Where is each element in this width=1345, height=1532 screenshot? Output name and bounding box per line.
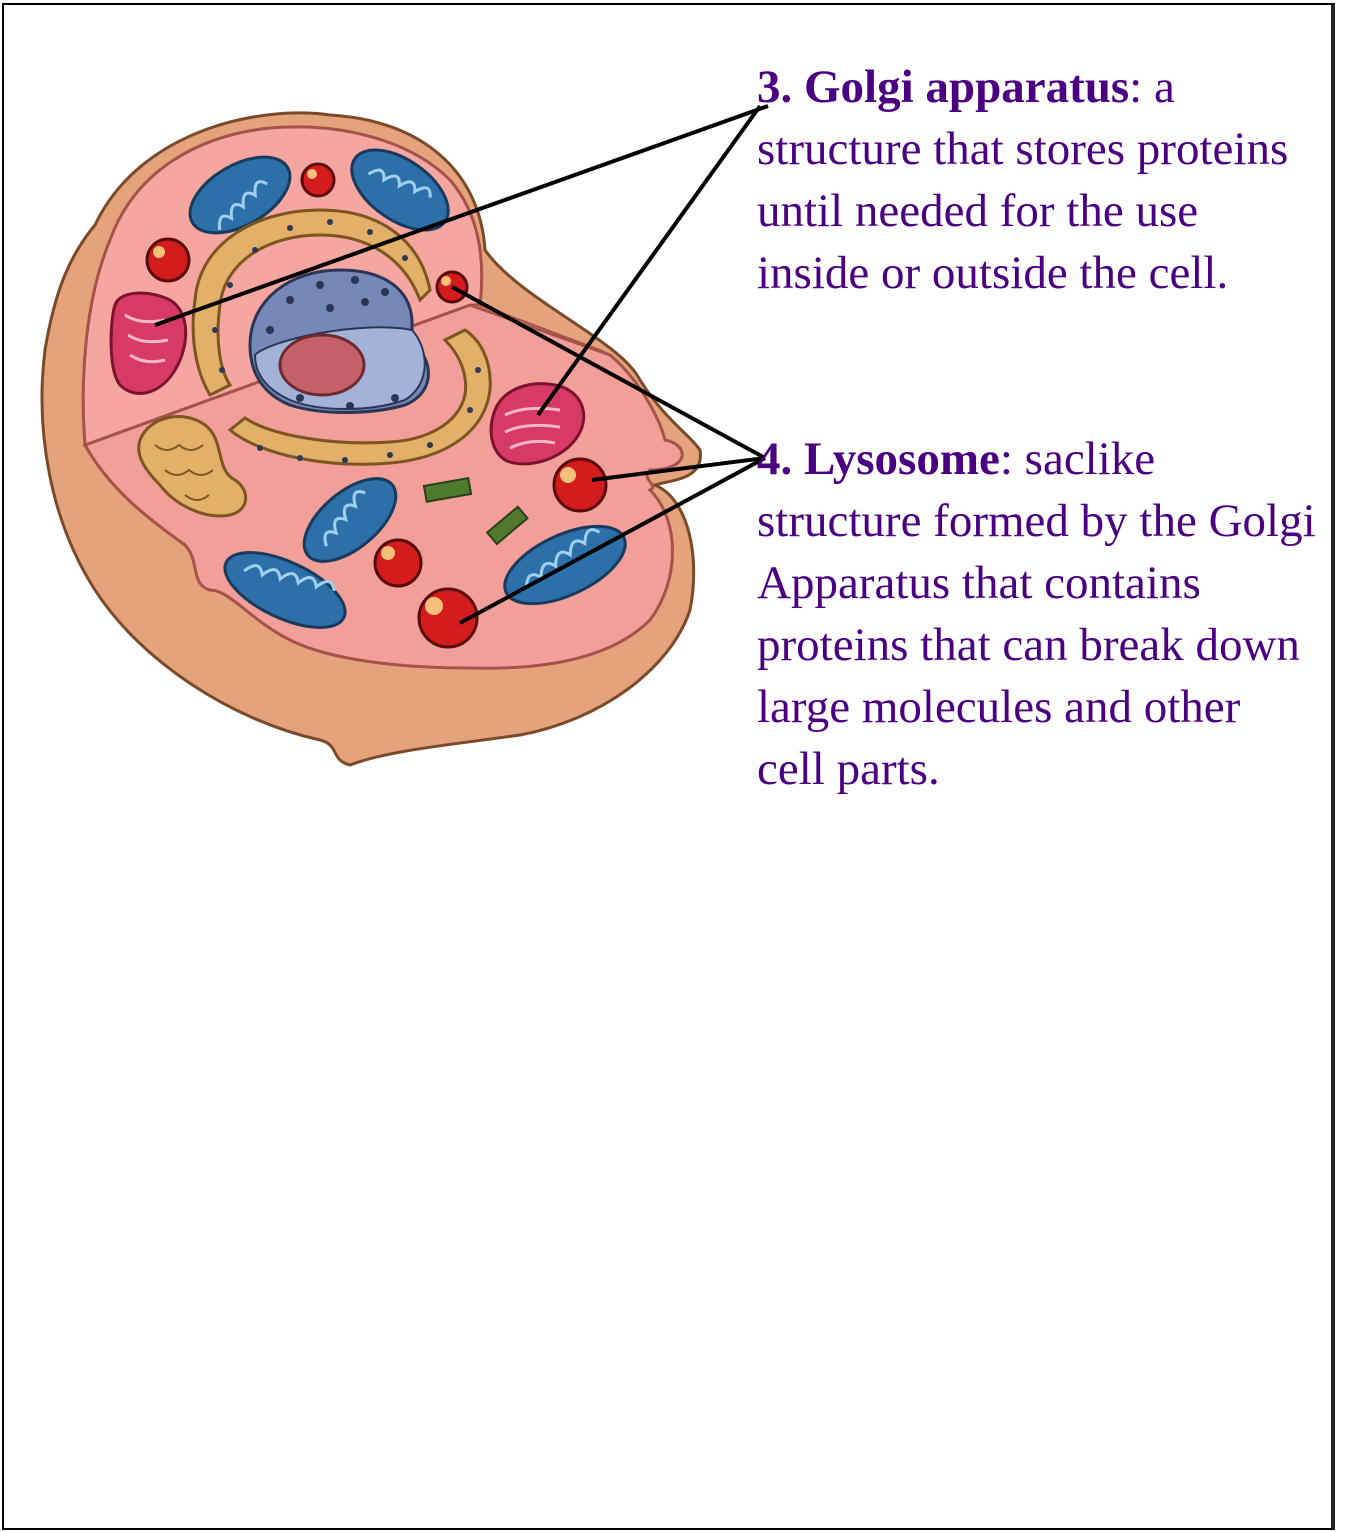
lysosome: [302, 164, 334, 196]
lysosome-definition: : saclike structure formed by the Golgi …: [757, 433, 1316, 795]
lysosome-label: 4. Lysosome: saclike structure formed by…: [757, 428, 1317, 800]
lysosome: [554, 459, 606, 511]
lysosome: [375, 540, 421, 586]
lysosome: [147, 239, 189, 281]
golgi-leader-line: [538, 106, 760, 415]
nucleolus: [280, 335, 364, 395]
lysosome-term: 4. Lysosome: [757, 433, 1000, 485]
golgi-apparatus-label: 3. Golgi apparatus: a structure that sto…: [757, 56, 1297, 304]
golgi-term: 3. Golgi apparatus: [757, 61, 1129, 113]
